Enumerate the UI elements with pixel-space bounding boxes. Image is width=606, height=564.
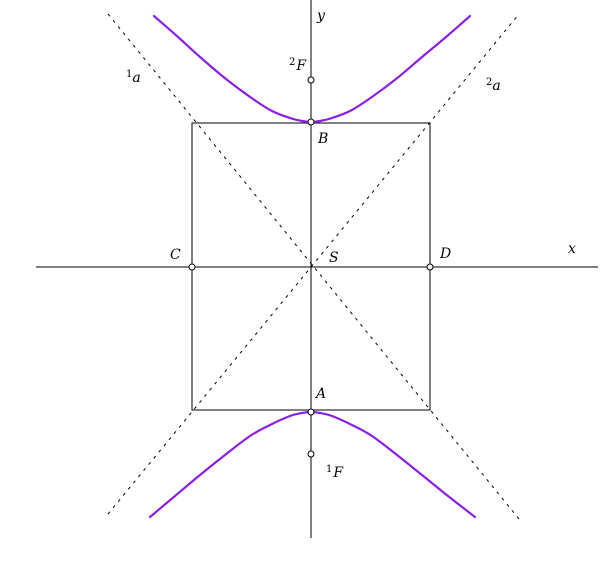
- axes: [36, 0, 598, 538]
- point-label-S: S: [329, 250, 339, 266]
- lower-branch: [148, 410, 477, 519]
- point-label-B: B: [317, 131, 328, 147]
- point-B: [307, 118, 315, 126]
- upper-branch: [152, 14, 472, 124]
- point-A: [307, 408, 315, 416]
- y-axis-label: y: [316, 8, 326, 24]
- point-D: [426, 263, 434, 271]
- point-label-A: A: [314, 386, 326, 402]
- point-C: [188, 263, 196, 271]
- point-label-F2: 2F: [289, 57, 307, 74]
- point-label-F1: 1F: [326, 464, 344, 481]
- x-axis-label: x: [568, 241, 576, 257]
- asymptote-label-2a: 2a: [486, 77, 501, 94]
- labels: x y 1a 2aS A B C D 1F 2F: [126, 8, 576, 481]
- point-label-C: C: [170, 247, 181, 263]
- asymptote-label-1a: 1a: [126, 69, 141, 86]
- point-F1: [307, 450, 315, 458]
- point-F2: [307, 76, 315, 84]
- point-label-D: D: [439, 246, 451, 262]
- points: [188, 76, 434, 458]
